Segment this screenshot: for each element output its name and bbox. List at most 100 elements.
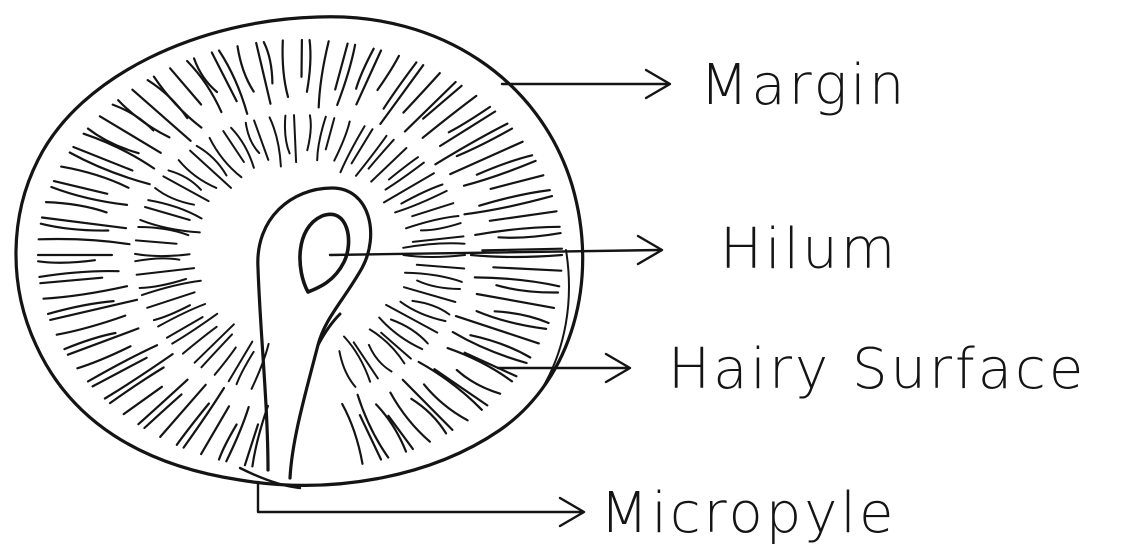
hair-stroke bbox=[100, 116, 161, 153]
hair-stroke bbox=[493, 267, 561, 270]
hair-stroke bbox=[307, 40, 311, 92]
hair-stroke bbox=[285, 116, 290, 154]
hair-stroke bbox=[496, 285, 558, 292]
hair-stroke bbox=[40, 278, 102, 284]
hair-stroke bbox=[219, 51, 247, 114]
hair-stroke bbox=[417, 281, 460, 290]
hair-stroke bbox=[38, 260, 95, 263]
hair-stroke bbox=[404, 255, 466, 257]
hair-stroke bbox=[210, 138, 242, 177]
hair-stroke bbox=[183, 327, 217, 354]
hair-stroke bbox=[77, 346, 130, 368]
hair-stroke bbox=[401, 185, 442, 204]
hair-stroke bbox=[154, 77, 202, 128]
hair-stroke bbox=[177, 404, 209, 445]
hair-stroke bbox=[380, 65, 423, 124]
hair-stroke bbox=[405, 82, 456, 132]
hair-stroke bbox=[158, 304, 205, 327]
hair-stroke bbox=[482, 249, 562, 251]
hair-stroke bbox=[93, 358, 147, 387]
hair-stroke bbox=[435, 124, 507, 165]
label-margin: Margin bbox=[700, 53, 907, 118]
hair-stroke bbox=[412, 203, 453, 216]
hair-stroke bbox=[160, 385, 206, 437]
hair-stroke bbox=[421, 223, 461, 230]
hair-stroke bbox=[172, 314, 217, 344]
hair-stroke bbox=[423, 86, 462, 119]
hair-stroke bbox=[226, 407, 248, 461]
hair-stroke bbox=[479, 190, 550, 206]
hair-stroke bbox=[194, 58, 217, 92]
hair-stroke bbox=[471, 255, 562, 257]
hair-stroke bbox=[342, 404, 362, 464]
hilum-inner-loop bbox=[300, 214, 349, 292]
hair-stroke bbox=[138, 380, 187, 425]
hair-stroke bbox=[294, 115, 296, 162]
hair-stroke bbox=[39, 239, 130, 244]
hair-stroke bbox=[371, 148, 406, 182]
hair-stroke bbox=[334, 122, 349, 161]
hair-stroke bbox=[57, 316, 126, 335]
hair-stroke bbox=[403, 73, 439, 113]
hair-stroke bbox=[179, 160, 217, 188]
hilum-structure bbox=[240, 188, 371, 488]
hair-stroke bbox=[238, 46, 254, 91]
hair-stroke bbox=[326, 118, 335, 149]
hair-stroke bbox=[339, 351, 355, 387]
hair-stroke bbox=[184, 388, 224, 448]
hair-stroke bbox=[417, 265, 464, 269]
hair-stroke bbox=[490, 211, 557, 221]
hair-stroke bbox=[137, 268, 195, 275]
hair-stroke bbox=[84, 134, 155, 169]
micropyle-arrow bbox=[258, 482, 584, 526]
hair-stroke bbox=[148, 80, 188, 118]
hair-stroke bbox=[448, 348, 512, 381]
hair-stroke bbox=[384, 62, 417, 108]
hair-stroke bbox=[457, 129, 512, 157]
hair-stroke bbox=[456, 316, 539, 343]
hair-stroke bbox=[491, 175, 544, 189]
hair-stroke bbox=[39, 271, 118, 277]
hair-stroke bbox=[169, 170, 202, 189]
hair-stroke bbox=[68, 328, 138, 354]
hair-stroke bbox=[144, 394, 181, 428]
hair-stroke bbox=[307, 115, 311, 150]
margin-arrow bbox=[502, 70, 670, 98]
hair-stroke bbox=[499, 233, 561, 238]
hair-stroke bbox=[404, 287, 455, 302]
hair-stroke bbox=[317, 117, 326, 161]
hair-stroke bbox=[319, 41, 329, 107]
hairy-surface-arrow bbox=[498, 354, 630, 382]
hair-stroke bbox=[170, 68, 201, 104]
hair-stroke bbox=[356, 136, 387, 176]
hair-stroke bbox=[465, 353, 517, 377]
hair-stroke bbox=[44, 286, 128, 299]
hair-stroke bbox=[477, 294, 554, 308]
hair-stroke bbox=[369, 345, 392, 372]
label-hilum: Hilum bbox=[720, 217, 898, 282]
hair-stroke bbox=[413, 236, 464, 242]
hair-stroke bbox=[254, 121, 268, 160]
hair-stroke bbox=[135, 254, 190, 256]
hair-stroke bbox=[391, 320, 428, 344]
hair-stroke bbox=[46, 202, 107, 212]
hair-stroke bbox=[403, 243, 464, 248]
label-hairy-surface: Hairy Surface bbox=[668, 337, 1086, 402]
hair-stroke bbox=[475, 227, 560, 235]
hair-stroke bbox=[358, 395, 389, 458]
hair-stroke bbox=[270, 117, 281, 166]
hair-stroke bbox=[135, 258, 179, 261]
hair-stroke bbox=[219, 425, 237, 460]
hair-stroke bbox=[378, 56, 399, 90]
hair-stroke bbox=[400, 302, 445, 321]
hair-stroke bbox=[140, 279, 186, 288]
hair-stroke bbox=[215, 347, 236, 374]
hair-stroke bbox=[356, 49, 374, 89]
hair-stroke bbox=[136, 240, 177, 243]
hair-stroke bbox=[237, 352, 254, 384]
hair-stroke bbox=[360, 415, 381, 459]
hair-stroke bbox=[187, 61, 221, 112]
label-micropyle: Micropyle bbox=[600, 481, 896, 546]
hair-stroke bbox=[283, 41, 288, 97]
